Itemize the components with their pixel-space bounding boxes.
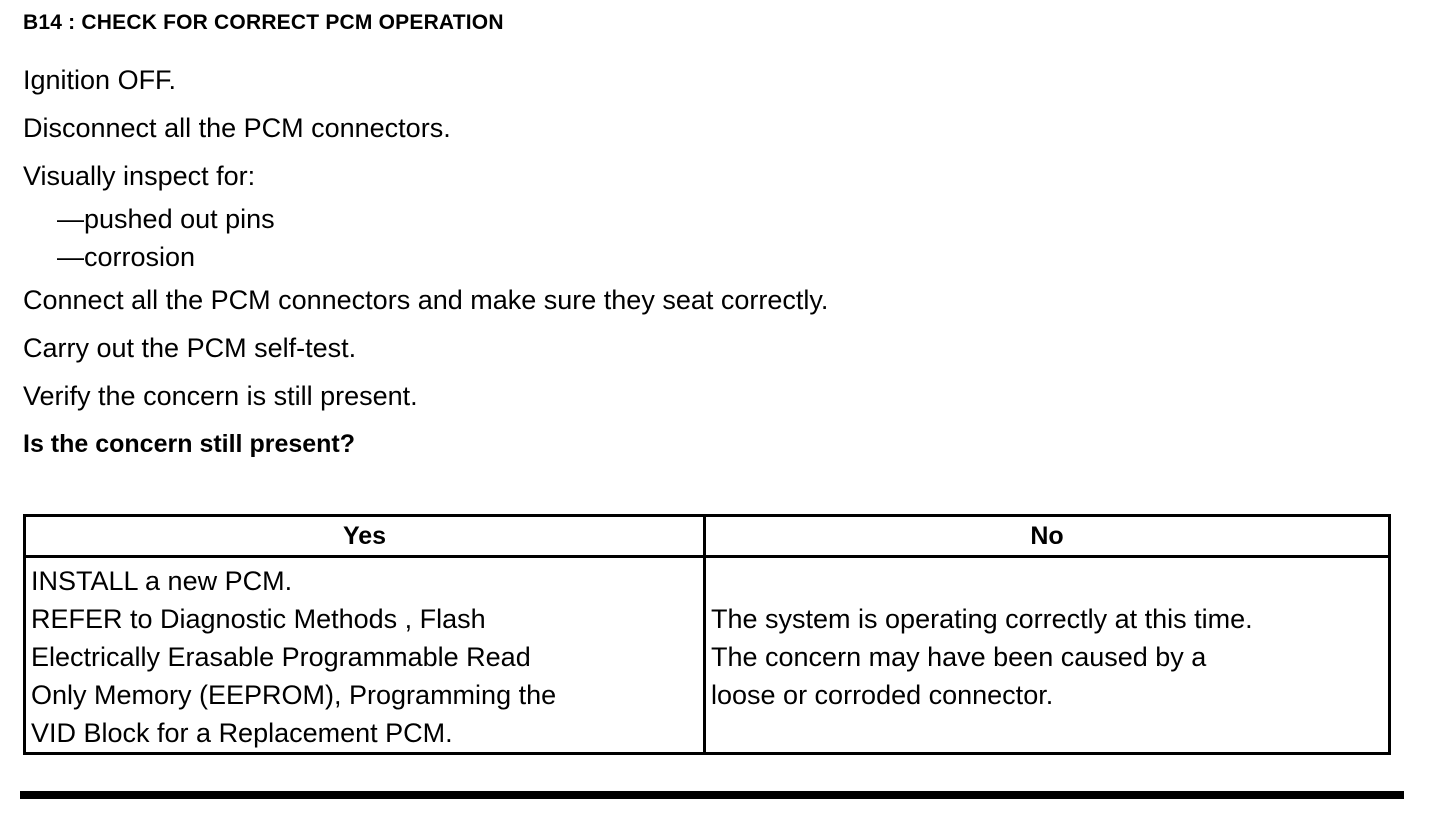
instruction-line: Disconnect all the PCM connectors. (23, 113, 451, 143)
instruction-line: Carry out the PCM self-test. (23, 333, 357, 363)
instruction-line: Ignition OFF. (23, 65, 177, 95)
table-row: INSTALL a new PCM. REFER to Diagnostic M… (23, 555, 1391, 755)
instruction-line: Verify the concern is still present. (23, 381, 418, 411)
cell-line: The system is operating correctly at thi… (711, 604, 1253, 634)
cell-no-action: The system is operating correctly at thi… (703, 555, 1391, 755)
column-header-yes: Yes (23, 514, 706, 558)
cell-yes-action: INSTALL a new PCM. REFER to Diagnostic M… (23, 555, 706, 755)
cell-line: Electrically Erasable Programmable Read (31, 642, 531, 672)
cell-line: The concern may have been caused by a (711, 642, 1207, 672)
instruction-bullet: —corrosion (57, 242, 196, 272)
instruction-list: Ignition OFF. Disconnect all the PCM con… (23, 56, 1403, 468)
no-action-text: The system is operating correctly at thi… (706, 558, 1388, 714)
decision-table: Yes No INSTALL a new PCM. REFER to Diagn… (23, 514, 1391, 755)
cell-line: Only Memory (EEPROM), Programming the (31, 680, 557, 710)
cell-line: INSTALL a new PCM. (31, 566, 293, 596)
cell-line: VID Block for a Replacement PCM. (31, 718, 453, 748)
instruction-line: Visually inspect for: (23, 161, 256, 191)
instruction-line: Connect all the PCM connectors and make … (23, 285, 829, 315)
footer-divider (20, 791, 1404, 799)
table-header-row: Yes No (23, 514, 1391, 558)
cell-line: loose or corroded connector. (711, 680, 1054, 710)
page-title: B14 : CHECK FOR CORRECT PCM OPERATION (23, 11, 504, 34)
instruction-bullet: —pushed out pins (57, 204, 275, 234)
column-header-no: No (703, 514, 1391, 558)
yes-action-text: INSTALL a new PCM. REFER to Diagnostic M… (26, 558, 703, 752)
decision-question: Is the concern still present? (23, 430, 356, 458)
cell-line: REFER to Diagnostic Methods , Flash (31, 604, 486, 634)
